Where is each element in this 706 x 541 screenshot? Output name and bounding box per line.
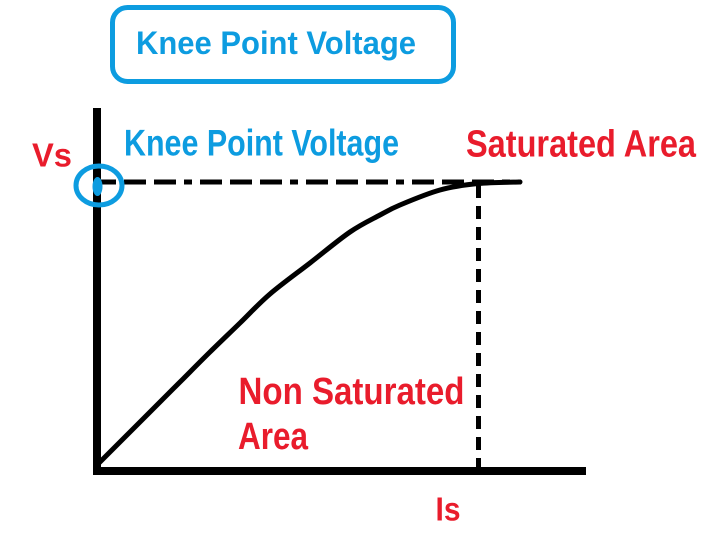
- svg-text:Is: Is: [436, 490, 461, 527]
- svg-text:Vs: Vs: [32, 136, 72, 173]
- svg-text:Saturated Area: Saturated Area: [466, 124, 697, 166]
- svg-text:Knee Point Voltage: Knee Point Voltage: [136, 25, 416, 61]
- svg-text:Knee Point Voltage: Knee Point Voltage: [124, 123, 399, 164]
- svg-text:Area: Area: [238, 416, 309, 458]
- svg-text:Non Saturated: Non Saturated: [239, 371, 465, 413]
